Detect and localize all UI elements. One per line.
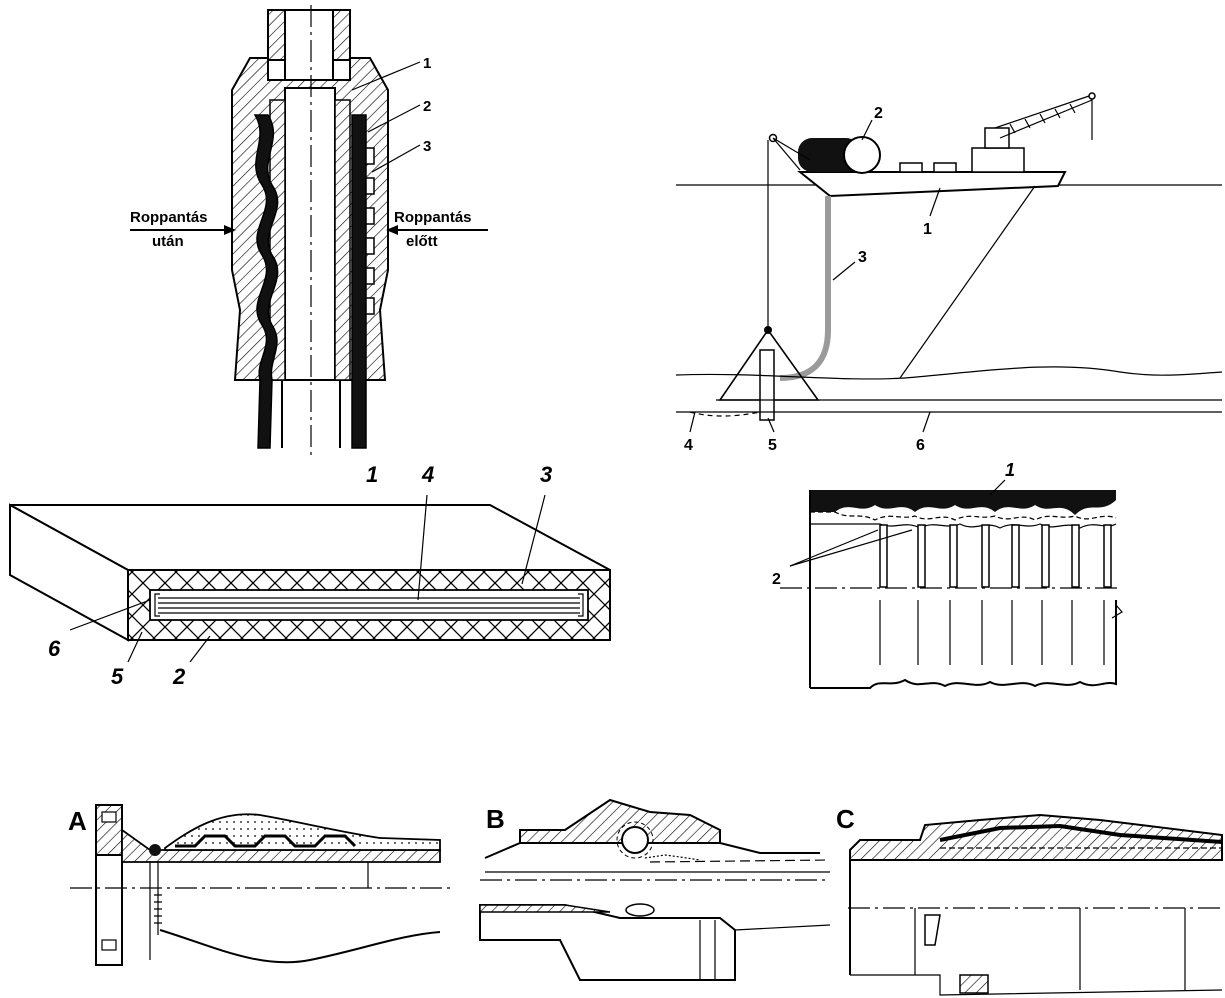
laminate-label-6: 6 (48, 636, 61, 661)
fitting-c-figure: C (836, 804, 1223, 996)
vessel-label-2: 2 (874, 105, 883, 122)
crimp-fitting-figure: 1 2 3 Roppantás után Roppantás előtt (130, 5, 488, 455)
fitting-label-c: C (836, 804, 855, 834)
laminate-core (149, 589, 589, 621)
caption-before-line1: Roppantás (394, 209, 472, 226)
laminate-label-3: 3 (540, 462, 552, 487)
swaged-sleeve (849, 813, 1223, 861)
fitting-b-figure: B (479, 798, 831, 981)
caption-after-line1: Roppantás (130, 209, 208, 226)
laminate-label-2: 2 (172, 664, 186, 689)
corrugated-label-2: 2 (772, 571, 781, 588)
hose-before-crimp (351, 114, 367, 449)
hose-body-a (164, 813, 441, 851)
crimp-label-3: 3 (423, 138, 431, 155)
coupling-nut-top (519, 798, 721, 844)
vessel-label-1: 1 (923, 221, 932, 238)
laminate-label-1: 1 (366, 462, 378, 487)
fitting-a-figure: A (68, 804, 450, 966)
vessel-label-4: 4 (684, 437, 693, 454)
laminate-label-5: 5 (111, 664, 124, 689)
caption-after-line2: után (152, 233, 184, 250)
vessel-hull (797, 171, 1067, 198)
vessel-figure: 1 2 3 4 5 6 (675, 92, 1223, 454)
fitting-label-b: B (486, 804, 505, 834)
caption-before-line2: előtt (406, 233, 438, 250)
corrugated-hose-figure: 1 2 (772, 460, 1123, 689)
vessel-label-6: 6 (916, 437, 925, 454)
hose-outer-layer (810, 490, 1116, 515)
crimp-label-2: 2 (423, 98, 431, 115)
crimp-label-1: 1 (423, 55, 431, 72)
flexible-hose (779, 196, 831, 381)
vessel-label-5: 5 (768, 437, 777, 454)
vessel-label-3: 3 (858, 249, 867, 266)
laminate-figure: 1 4 3 6 5 2 (9, 462, 611, 689)
hose-reel (798, 138, 860, 172)
corrugated-label-1: 1 (1005, 460, 1015, 480)
fitting-label-a: A (68, 806, 87, 836)
laminate-label-4: 4 (421, 462, 434, 487)
hose-after-crimp (253, 114, 279, 449)
inner-bore (284, 87, 336, 381)
